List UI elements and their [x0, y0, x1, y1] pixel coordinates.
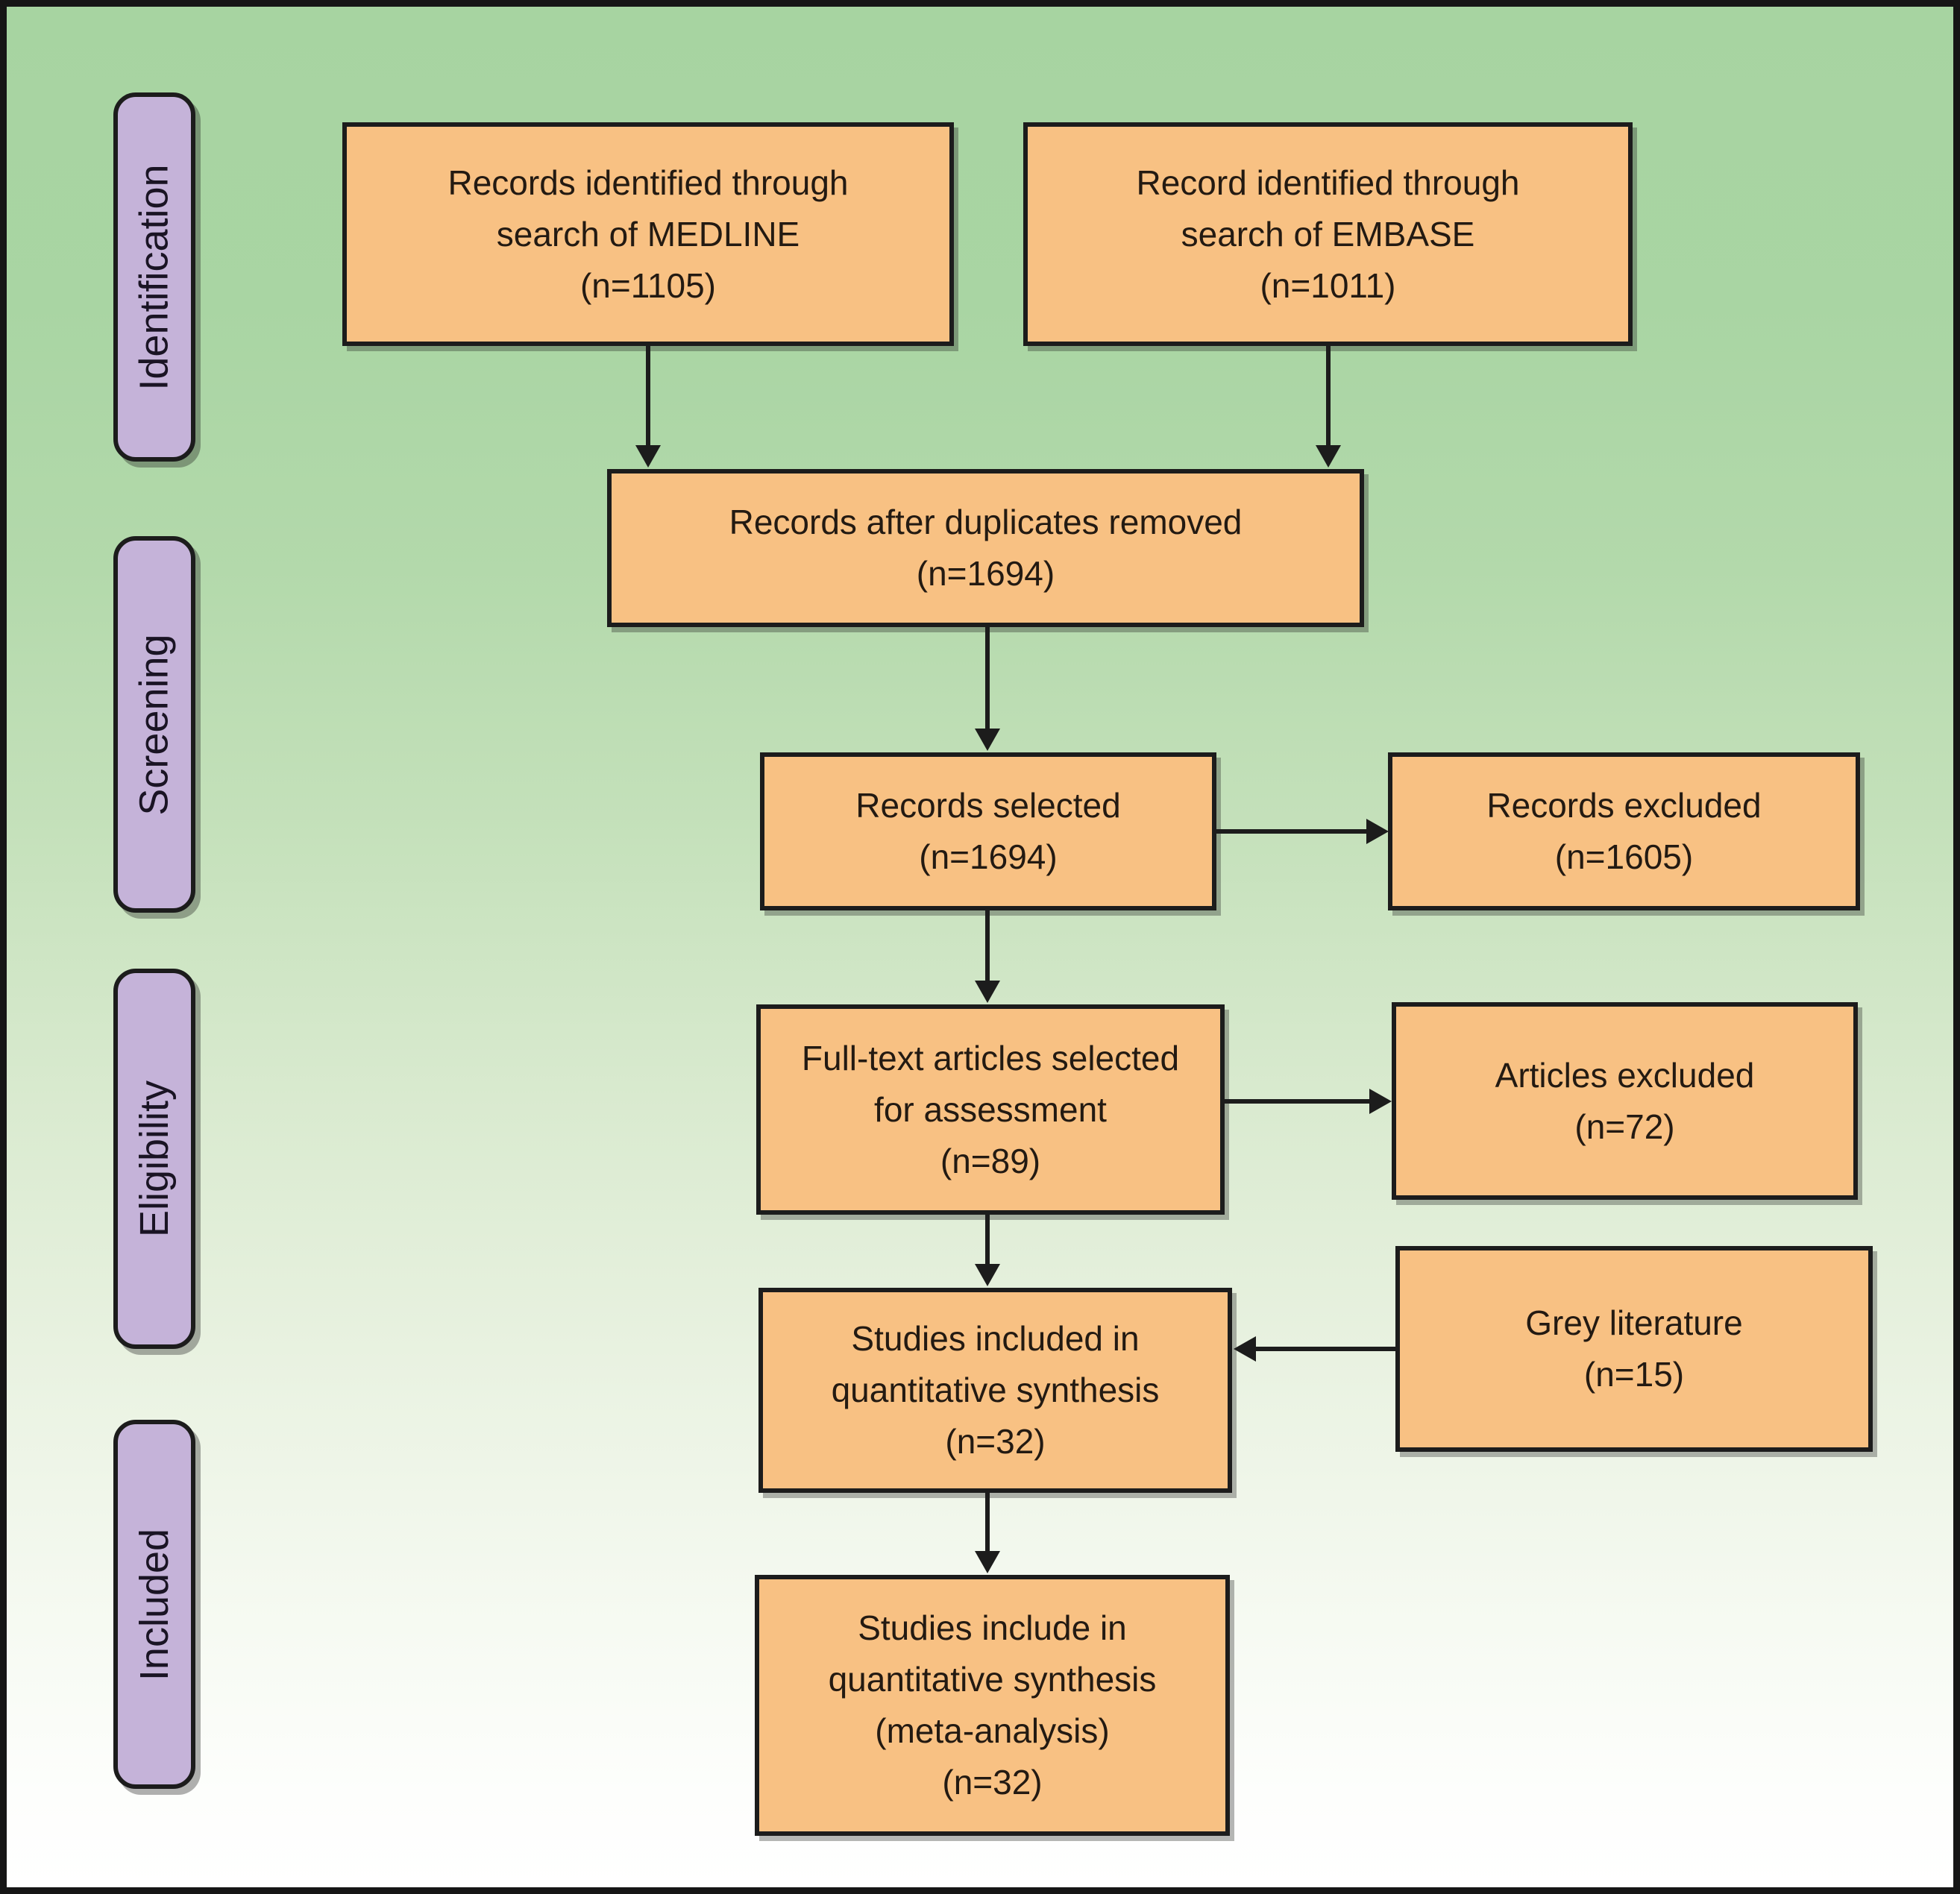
box-quantitative-synthesis-text: Studies included in quantitative synthes… — [831, 1319, 1160, 1461]
box-grey-literature: Grey literature (n=15) — [1395, 1246, 1873, 1452]
box-fulltext-assessed-text: Full-text articles selected for assessme… — [801, 1038, 1180, 1180]
box-records-selected: Records selected (n=1694) — [760, 752, 1216, 910]
stage-included-label: Included — [132, 1528, 178, 1681]
box-records-selected-text: Records selected (n=1694) — [855, 786, 1121, 876]
box-duplicates-removed-text: Records after duplicates removed (n=1694… — [729, 503, 1243, 593]
box-duplicates-removed: Records after duplicates removed (n=1694… — [607, 469, 1364, 627]
box-fulltext-assessed: Full-text articles selected for assessme… — [756, 1004, 1225, 1215]
box-meta-analysis-text: Studies include in quantitative synthesi… — [828, 1608, 1157, 1802]
box-records-medline: Records identified through search of MED… — [342, 122, 954, 346]
box-articles-excluded-text: Articles excluded (n=72) — [1495, 1055, 1755, 1146]
box-grey-literature-text: Grey literature (n=15) — [1525, 1303, 1743, 1394]
box-meta-analysis: Studies include in quantitative synthesi… — [755, 1575, 1230, 1836]
box-records-embase-text: Record identified through search of EMBA… — [1136, 163, 1520, 305]
stage-screening-label: Screening — [132, 633, 178, 816]
stage-identification-label: Identification — [132, 163, 178, 391]
stage-eligibility: Eligibility — [113, 969, 195, 1349]
box-records-embase: Record identified through search of EMBA… — [1023, 122, 1633, 346]
stage-screening: Screening — [113, 536, 195, 913]
box-articles-excluded: Articles excluded (n=72) — [1392, 1002, 1858, 1200]
stage-included: Included — [113, 1420, 195, 1789]
box-records-excluded-text: Records excluded (n=1605) — [1486, 786, 1762, 876]
box-records-medline-text: Records identified through search of MED… — [447, 163, 849, 305]
box-records-excluded: Records excluded (n=1605) — [1388, 752, 1860, 910]
stage-identification: Identification — [113, 92, 195, 462]
stage-eligibility-label: Eligibility — [132, 1080, 178, 1238]
box-quantitative-synthesis: Studies included in quantitative synthes… — [758, 1288, 1232, 1493]
